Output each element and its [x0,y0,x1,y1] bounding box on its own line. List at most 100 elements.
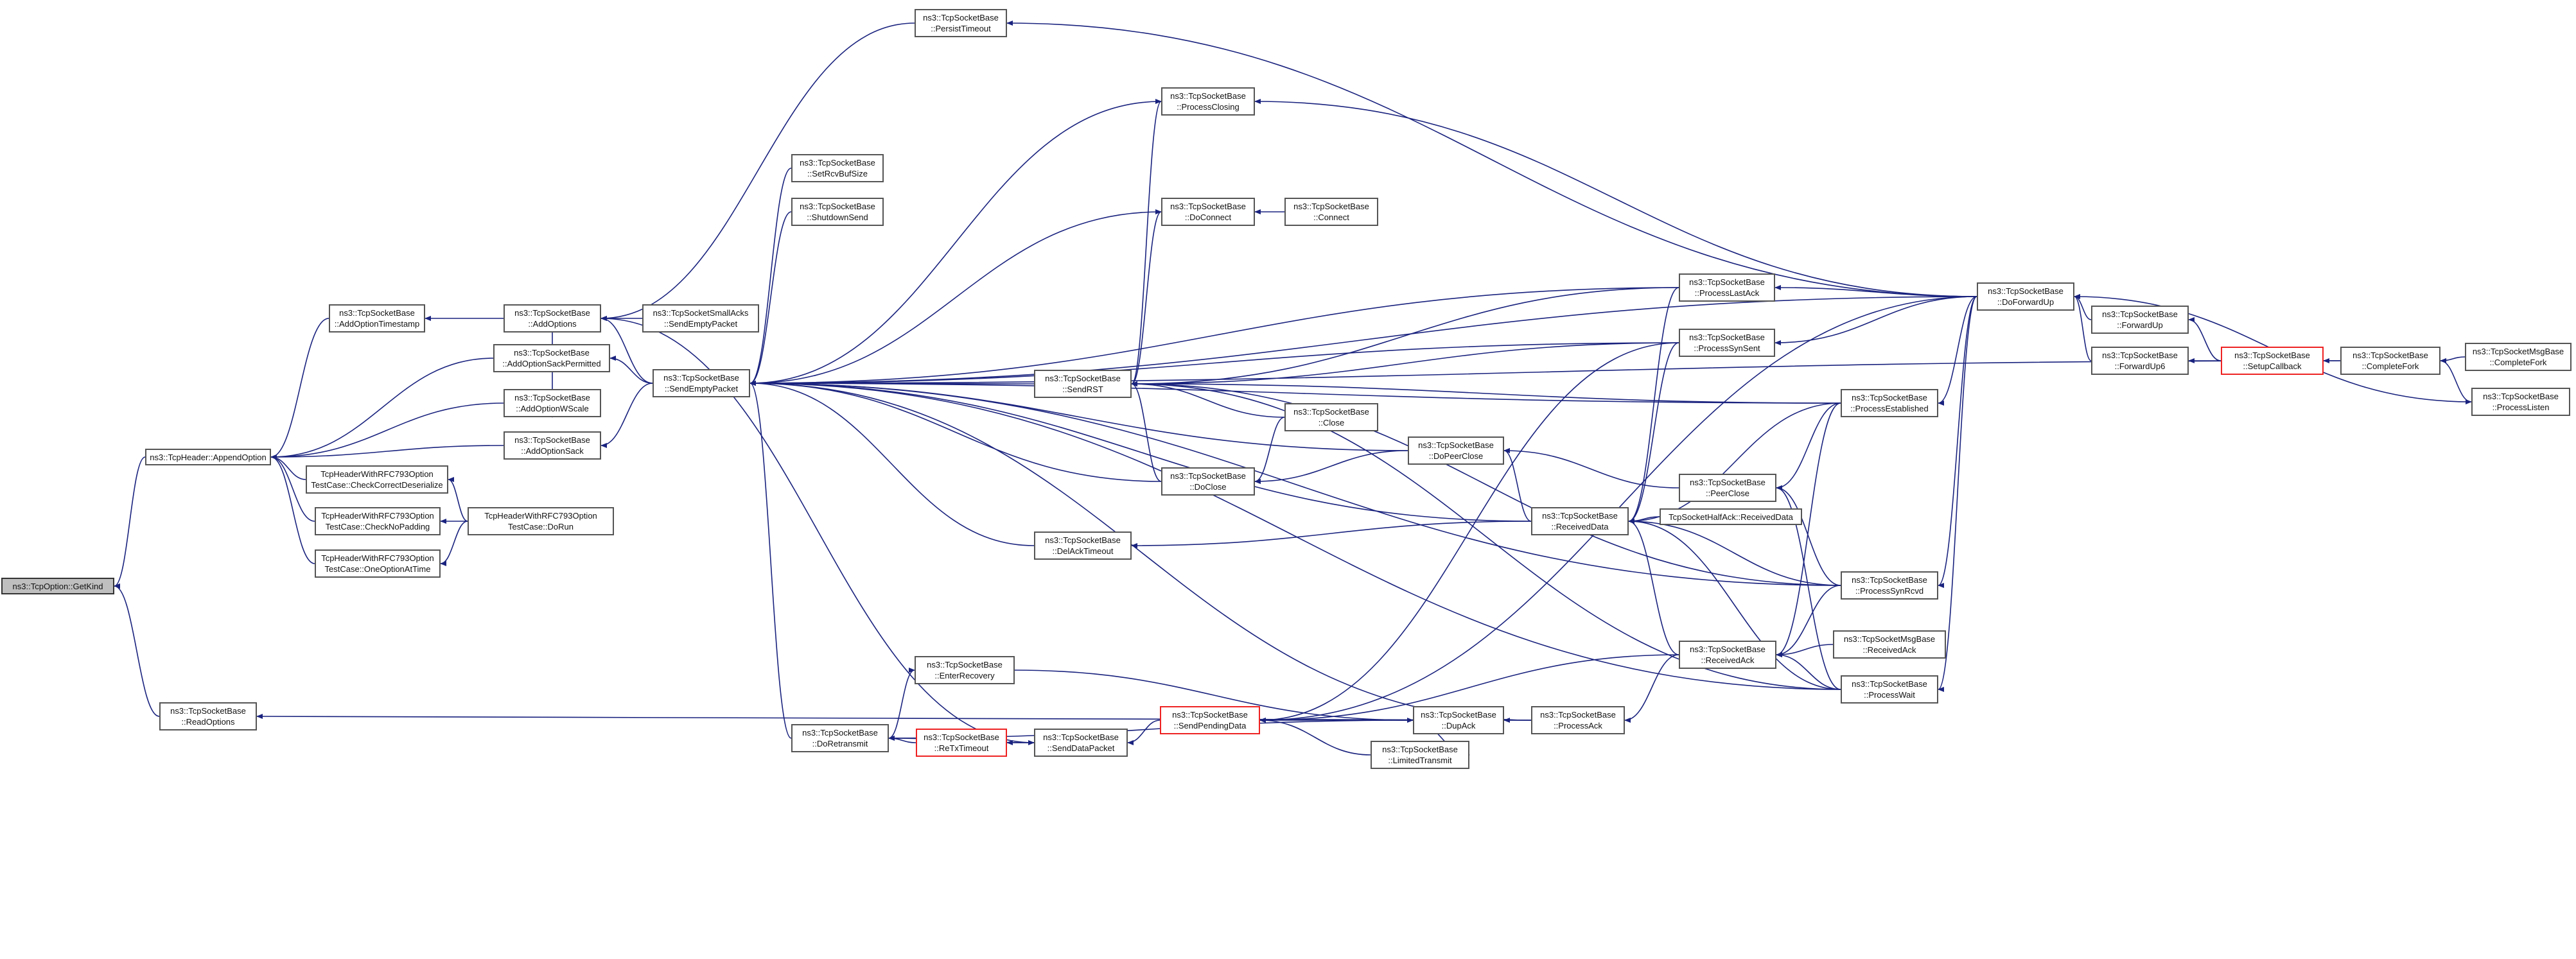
edge-processestablished-to-sendempty [749,381,1841,404]
node-label: ns3::TcpSocketBase [1293,407,1369,417]
node-label: ns3::TcpSocketBase [802,728,878,738]
edge-processsynrcvd-to-sendrst [1131,381,1841,586]
node-senddatapacket[interactable]: ns3::TcpSocketBase::SendDataPacket [1034,729,1128,757]
node-sendrst[interactable]: ns3::TcpSocketBase::SendRST [1034,370,1132,398]
node-processack[interactable]: ns3::TcpSocketBase::ProcessAck [1531,706,1625,734]
edge-msgbaseack-to-receivedack [1776,644,1834,657]
node-readoptions[interactable]: ns3::TcpSocketBase::ReadOptions [159,702,257,730]
node-label: ::SendRST [1062,384,1103,394]
node-label: ns3::TcpSocketBase [1542,511,1618,521]
node-setrcvbuf[interactable]: ns3::TcpSocketBase::SetRcvBufSize [791,154,884,182]
edge-processsynsent-to-sendrst [1131,342,1679,386]
edge-doforwardup-to-processsynsent [1774,296,1977,345]
edge-shutdownsend-to-sendempty [749,211,792,386]
edge-processlastack-to-sendrst [1131,287,1679,386]
edge-processack-to-sendempty [749,381,1532,721]
edge-doclose-to-sendempty [749,381,1162,482]
edge-processwait-to-sendempty [749,381,1841,690]
node-label: ns3::TcpSocketBase [2102,309,2178,319]
edge-receivedack-to-sendpending [1259,654,1679,723]
edge-processsynrcvd-to-sendempty [749,381,1841,586]
node-label: ns3::TcpSocketBase [1421,710,1496,720]
node-persisttimeout[interactable]: ns3::TcpSocketBase::PersistTimeout [915,9,1007,37]
node-peerclose[interactable]: ns3::TcpSocketBase::PeerClose [1679,474,1776,502]
node-retxtimeout[interactable]: ns3::TcpSocketBase::ReTxTimeout [916,729,1007,757]
node-doretransmit[interactable]: ns3::TcpSocketBase::DoRetransmit [791,724,889,752]
node-processestablished[interactable]: ns3::TcpSocketBase::ProcessEstablished [1841,389,1938,417]
node-setupcallback[interactable]: ns3::TcpSocketBase::SetupCallback [2221,347,2324,375]
node-forwardup[interactable]: ns3::TcpSocketBase::ForwardUp [2091,306,2189,334]
node-label: ::ProcessListen [2492,402,2550,412]
node-label: ns3::TcpSocketBase [1988,286,2063,296]
node-label: TcpHeaderWithRFC793Option [320,469,434,479]
edge-doforwardup-to-processestablished [1938,296,1977,406]
node-label: ::ForwardUp [2117,320,2163,330]
edge-processsynrcvd-to-receivedack [1776,585,1841,657]
node-label: ::LimitedTransmit [1388,756,1452,765]
edge-processwait-to-peerclose [1776,485,1841,690]
node-sendempty[interactable]: ns3::TcpSocketBase::SendEmptyPacket [653,369,750,397]
edge-receiveddata-to-dopeerclose [1503,448,1532,522]
node-msgcompletefork[interactable]: ns3::TcpSocketMsgBase::CompleteFork [2465,343,2572,371]
node-msgbaseack[interactable]: ns3::TcpSocketMsgBase::ReceivedAck [1833,630,1946,659]
node-label: ns3::TcpHeader::AppendOption [150,452,267,462]
node-halfack[interactable]: TcpSocketHalfAck::ReceivedData [1660,508,1802,525]
node-dupack[interactable]: ns3::TcpSocketBase::DupAck [1413,706,1504,734]
edge-oneoption-to-appendoption [270,454,315,564]
edge-sendrst-to-processclosing [1131,99,1162,384]
node-shutdownsend[interactable]: ns3::TcpSocketBase::ShutdownSend [791,198,884,226]
node-enterrecovery[interactable]: ns3::TcpSocketBase::EnterRecovery [915,656,1015,684]
node-smallacks[interactable]: ns3::TcpSocketSmallAcks::SendEmptyPacket [642,304,759,333]
node-processwait[interactable]: ns3::TcpSocketBase::ProcessWait [1841,675,1938,704]
node-addoptsackperm[interactable]: ns3::TcpSocketBase::AddOptionSackPermitt… [493,344,610,372]
node-label: ns3::TcpSocketBase [1689,333,1765,342]
node-doconnect[interactable]: ns3::TcpSocketBase::DoConnect [1161,198,1255,226]
node-label: ::SendEmptyPacket [664,384,739,393]
node-processlastack[interactable]: ns3::TcpSocketBase::ProcessLastAck [1679,273,1775,302]
node-label: ns3::TcpSocketBase [1172,710,1248,720]
node-label: ::ReceivedAck [1862,645,1916,655]
node-limitedtransmit[interactable]: ns3::TcpSocketBase::LimitedTransmit [1371,741,1469,769]
edge-processlastack-to-receiveddata [1628,287,1679,524]
node-doforwardup[interactable]: ns3::TcpSocketBase::DoForwardUp [1977,282,2074,311]
edge-sendempty-to-addoptsackperm [609,356,653,384]
node-label: TestCase::CheckNoPadding [325,522,430,531]
node-label: ns3::TcpSocketBase [1043,732,1119,742]
node-label: ns3::TcpSocketBase [1690,478,1766,487]
node-label: ::DelAckTimeout [1052,546,1114,556]
node-forwardup6[interactable]: ns3::TcpSocketBase::ForwardUp6 [2091,347,2189,375]
node-addoptions[interactable]: ns3::TcpSocketBase::AddOptions [504,304,601,333]
node-completefork[interactable]: ns3::TcpSocketBase::CompleteFork [2340,347,2440,375]
node-getkind[interactable]: ns3::TcpOption::GetKind [1,578,114,594]
node-label: ns3::TcpSocketBase [339,308,415,318]
node-label: ::AddOptionWScale [516,404,589,413]
edge-addoptsack-to-appendoption [270,445,504,460]
node-appendoption[interactable]: ns3::TcpHeader::AppendOption [145,449,271,465]
node-label: ns3::TcpSocketBase [1689,277,1765,287]
node-connect[interactable]: ns3::TcpSocketBase::Connect [1284,198,1378,226]
node-processclosing[interactable]: ns3::TcpSocketBase::ProcessClosing [1161,87,1255,116]
node-label: ::CompleteFork [2361,361,2419,371]
node-close[interactable]: ns3::TcpSocketBase::Close [1284,403,1378,431]
edge-processclosing-to-sendempty [749,101,1162,386]
node-receivedack[interactable]: ns3::TcpSocketBase::ReceivedAck [1679,641,1776,669]
node-addopttimestamp[interactable]: ns3::TcpSocketBase::AddOptionTimestamp [329,304,425,333]
node-delacktimeout[interactable]: ns3::TcpSocketBase::DelAckTimeout [1034,531,1132,560]
node-processsynsent[interactable]: ns3::TcpSocketBase::ProcessSynSent [1679,329,1775,357]
edge-processwait-to-receivedack [1776,652,1841,690]
node-doclose[interactable]: ns3::TcpSocketBase::DoClose [1161,467,1255,496]
node-processlisten[interactable]: ns3::TcpSocketBase::ProcessListen [2471,388,2570,416]
node-sendpending[interactable]: ns3::TcpSocketBase::SendPendingData [1160,706,1260,734]
node-dopeerclose[interactable]: ns3::TcpSocketBase::DoPeerClose [1408,436,1504,465]
node-receiveddata[interactable]: ns3::TcpSocketBase::ReceivedData [1531,507,1629,535]
node-label: ::CompleteFork [2489,358,2547,367]
node-addoptwscale[interactable]: ns3::TcpSocketBase::AddOptionWScale [504,389,601,417]
node-addoptsack[interactable]: ns3::TcpSocketBase::AddOptionSack [504,431,601,460]
node-label: ns3::TcpSocketBase [1852,575,1927,585]
node-processsynrcvd[interactable]: ns3::TcpSocketBase::ProcessSynRcvd [1841,571,1938,600]
